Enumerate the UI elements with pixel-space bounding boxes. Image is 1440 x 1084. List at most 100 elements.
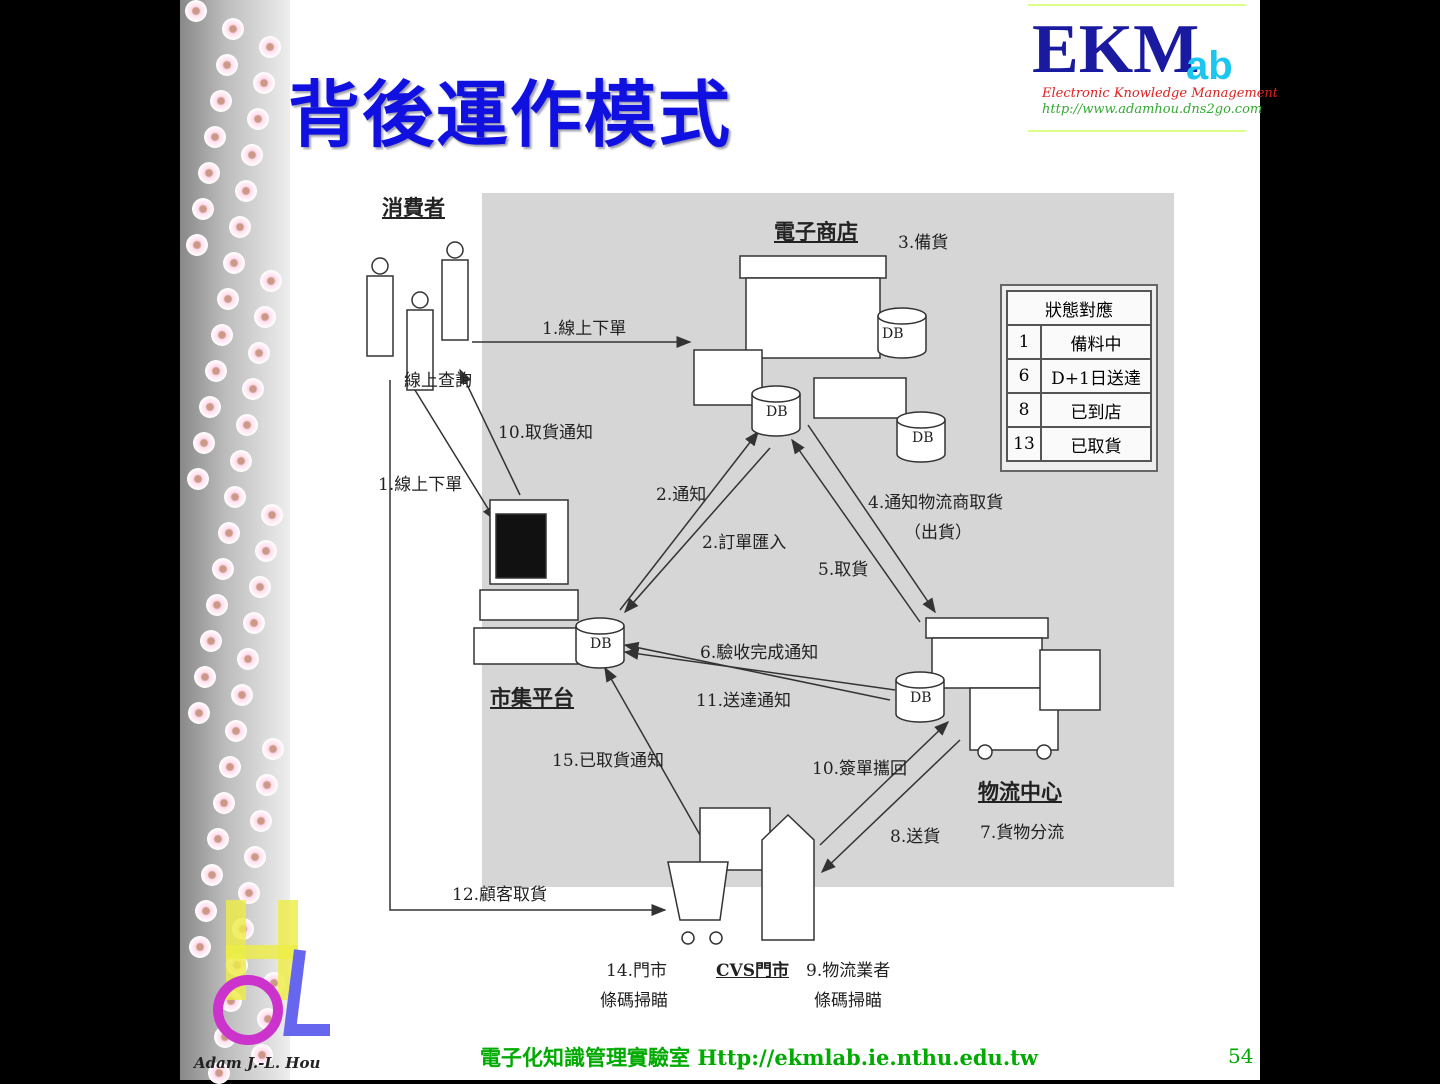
blossom-decoration [224,486,246,508]
footer: 電子化知識管理實驗室 Http://ekmlab.ie.nthu.edu.tw [480,1042,1038,1072]
blossom-decoration [192,198,214,220]
sign-return-label: 10.簽單攜回 [812,759,908,779]
computer-icon [473,499,579,665]
blossom-decoration [187,468,209,490]
blossom-decoration [241,144,263,166]
blossom-decoration [213,792,235,814]
shop-building-icon [693,255,907,419]
db-label: DB [912,430,934,446]
blossom-decoration [186,234,208,256]
blossom-decoration [198,162,220,184]
blossom-decoration [255,540,277,562]
blossom-decoration [248,342,270,364]
blossom-decoration [253,72,275,94]
blossom-decoration [260,270,282,292]
blossom-decoration [211,324,233,346]
prepare-label: 3.備貨 [898,233,949,253]
blossom-decoration [219,756,241,778]
blossom-decoration [188,702,210,724]
blossom-decoration [242,378,264,400]
blossom-decoration [247,108,269,130]
carrier-scan-label-1: 9.物流業者 [806,961,891,981]
flow-arrows [389,336,961,916]
blossom-decoration [237,648,259,670]
blossom-decoration [229,216,251,238]
state-text: D+1日送達 [1040,358,1152,394]
state-text: 備料中 [1040,324,1152,360]
logo-tagline: Electronic Knowledge Management [1042,86,1279,101]
blossom-decoration [201,864,223,886]
blossom-decoration [222,18,244,40]
blossom-decoration [218,522,240,544]
blossom-decoration [236,414,258,436]
query-online-label: 線上查詢 [404,371,472,391]
state-code: 13 [1006,426,1042,462]
accept-notice-label: 6.驗收完成通知 [700,643,819,663]
state-code: 6 [1006,358,1042,394]
blossom-decoration [230,450,252,472]
delivered-notice-label: 11.送達通知 [696,691,792,711]
state-table-header: 狀態對應 [1006,290,1152,326]
blossom-decoration [251,1044,273,1066]
state-text: 已取貨 [1040,426,1152,462]
logistics-center-label: 物流中心 [978,779,1062,804]
ekm-lab-logo: EKM ab Electronic Knowledge Management h… [1028,4,1278,132]
logo-main: EKM [1032,11,1200,88]
blossom-decoration [249,576,271,598]
blossom-decoration [200,630,222,652]
store-scan-label-2: 條碼掃瞄 [600,991,668,1011]
slide-title: 背後運作模式 [288,72,733,157]
notify-label: 2.通知 [656,485,707,505]
blossom-decoration [243,612,265,634]
blossom-decoration [254,306,276,328]
blossom-decoration [235,180,257,202]
blossom-decoration [189,936,211,958]
blossom-decoration [199,396,221,418]
marketplace-label: 市集平台 [490,685,574,710]
notify-logistics-label: 4.通知物流商取貨 [868,493,1004,513]
author-logo-graphic [213,900,330,1045]
logistics-center-icon [925,617,1101,760]
footer-url: Http://ekmlab.ie.nthu.edu.tw [697,1045,1038,1070]
blossom-decoration [231,684,253,706]
db-label: DB [590,636,612,652]
state-text: 已到店 [1040,392,1152,428]
db-cylinders [575,307,946,723]
author-name: Adam J.-L. Hou [194,1054,321,1072]
picked-notice-label: 15.已取貨通知 [552,751,665,771]
carrier-scan-label-2: 條碼掃瞄 [814,991,882,1011]
blossom-decoration [223,252,245,274]
store-scan-label-1: 14.門市 [606,961,668,981]
blossom-decoration [212,558,234,580]
db-label: DB [766,404,788,420]
state-code: 8 [1006,392,1042,428]
blossom-decoration [244,846,266,868]
cvs-label: CVS門市 [716,961,789,981]
sorting-label: 7.貨物分流 [980,823,1065,843]
pickup-notice-label: 10.取貨通知 [498,423,594,443]
shop-label: 電子商店 [774,219,858,244]
customer-pickup-label: 12.顧客取貨 [452,885,548,905]
state-code: 1 [1006,324,1042,360]
logo-url: http://www.adamhou.dns2go.com [1042,102,1263,117]
ship-label: （出貨） [904,523,972,543]
blossom-decoration [261,504,283,526]
blossom-decoration [207,828,229,850]
blossom-decoration [262,738,284,760]
blossom-decoration [210,90,232,112]
cvs-store-icon [667,807,815,945]
blossom-decoration [208,1062,230,1084]
db-label: DB [882,326,904,342]
blossom-decoration [193,432,215,454]
order-online-left-label: 1.線上下單 [378,475,463,495]
blossom-decoration [238,882,260,904]
consumer-icon [366,241,469,391]
db-label: DB [910,690,932,706]
cherry-blossom-border [180,0,290,1084]
blossom-decoration [217,288,239,310]
consumer-label: 消費者 [382,195,445,220]
blossom-decoration [216,54,238,76]
blossom-decoration [256,774,278,796]
